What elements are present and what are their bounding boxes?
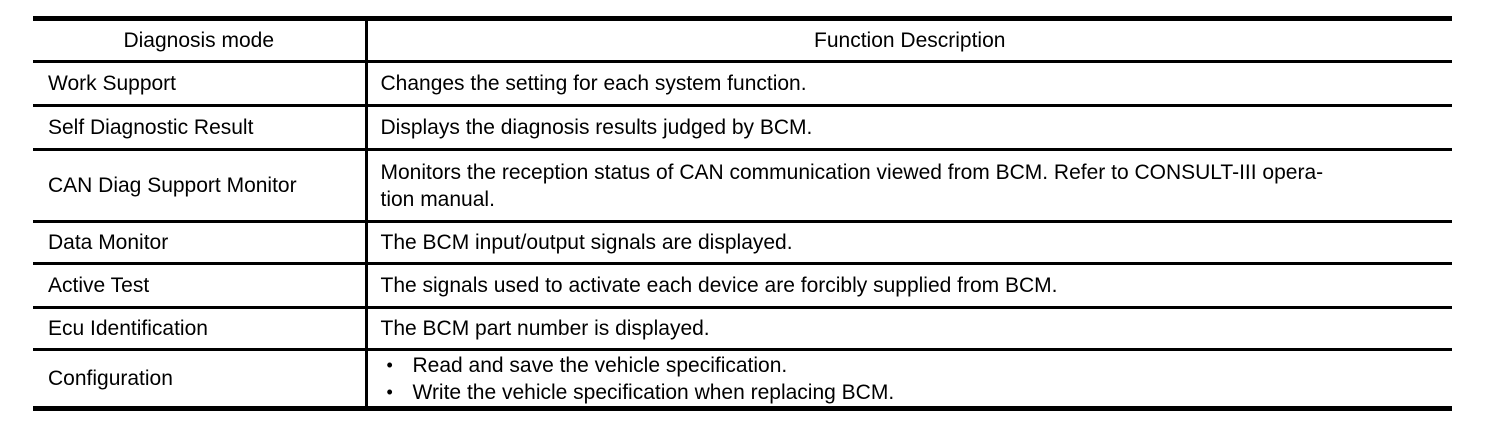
table-row-can-diag-support-monitor: CAN Diag Support Monitor Monitors the re… [33,149,1452,223]
diagnosis-mode-cell: CAN Diag Support Monitor [33,149,368,223]
function-description-cell: The signals used to activate each device… [366,263,1452,309]
diagnosis-mode-cell: Data Monitor [33,221,368,265]
function-description-cell: Monitors the reception status of CAN com… [366,149,1452,223]
description-line: tion manual. [380,187,495,211]
function-description-cell: Changes the setting for each system func… [366,61,1452,107]
diagnosis-mode-cell: Configuration [33,349,368,409]
function-description-cell: The BCM input/output signals are display… [366,221,1452,265]
table-row-data-monitor: Data Monitor The BCM input/output signal… [33,221,1452,265]
function-description-cell: The BCM part number is displayed. [366,307,1452,351]
table-row-work-support: Work Support Changes the setting for eac… [33,61,1452,107]
function-description-cell: • Read and save the vehicle specification… [366,350,1452,409]
bullet-icon: • [386,381,393,402]
column-header-function-description: Function Description [366,18,1452,63]
description-line: The BCM part number is displayed. [380,317,710,340]
bullet-text: Write the vehicle specification when rep… [412,380,895,404]
function-description-cell: Displays the diagnosis results judged by… [366,105,1452,151]
table-header-row: Diagnosis mode Function Description [33,18,1452,63]
bullet-list-item: • Write the vehicle specification when re… [381,379,1443,406]
diagnosis-mode-cell: Active Test [33,263,368,309]
bullet-text: Read and save the vehicle specification. [412,353,788,377]
table-row-ecu-identification: Ecu Identification The BCM part number i… [33,307,1452,351]
diagnosis-mode-cell: Self Diagnostic Result [33,105,368,151]
diagnosis-mode-cell: Ecu Identification [33,307,368,351]
description-line: Displays the diagnosis results judged by… [380,116,813,139]
table-row-configuration: Configuration • Read and save the vehicle… [33,349,1452,409]
diagnosis-mode-cell: Work Support [33,61,368,107]
description-line: The signals used to activate each device… [380,274,1058,297]
table-row-self-diagnostic-result: Self Diagnostic Result Displays the diag… [33,105,1452,151]
description-line: The BCM input/output signals are display… [380,231,793,254]
description-line: Changes the setting for each system func… [380,72,807,95]
bullet-icon: • [386,354,393,375]
description-line: Monitors the reception status of CAN com… [380,160,1324,184]
column-header-diagnosis-mode: Diagnosis mode [33,18,368,63]
table-row-active-test: Active Test The signals used to activate… [33,263,1452,309]
bullet-list-item: • Read and save the vehicle specification… [381,352,1443,379]
diagnosis-mode-table: Diagnosis mode Function Description Work… [33,16,1452,411]
